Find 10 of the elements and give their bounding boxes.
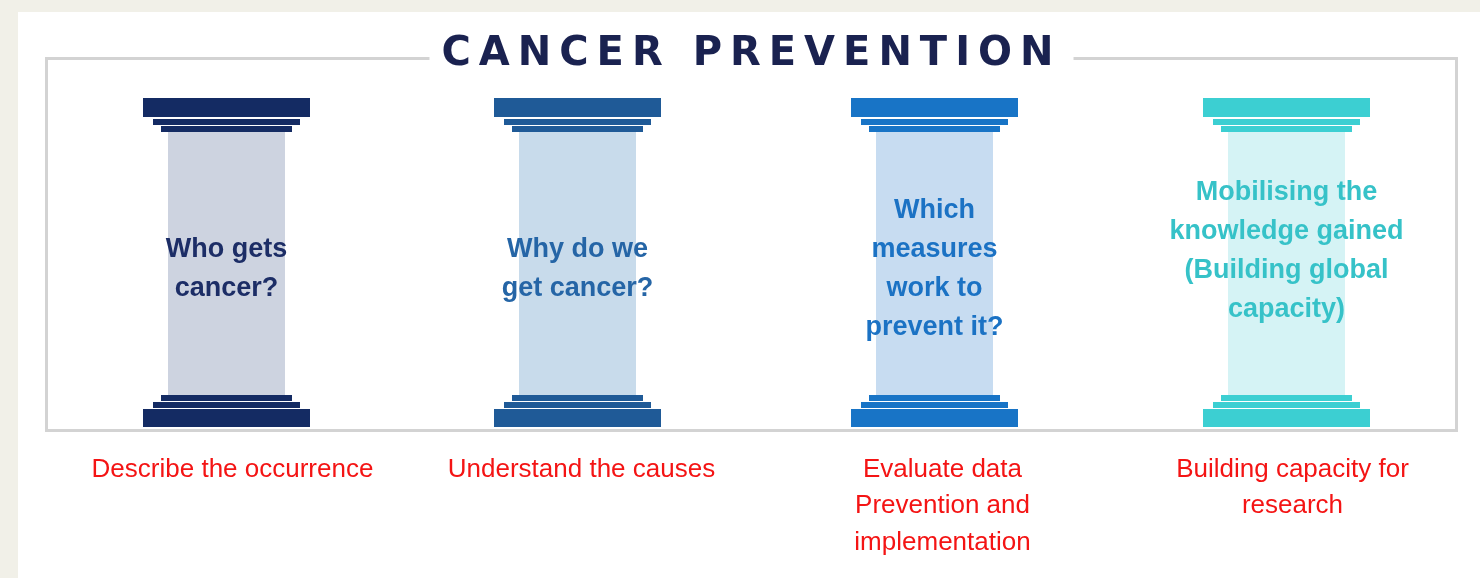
caption-text: Describe the occurrence [90, 452, 375, 485]
caption-text: Prevention and implementation [853, 488, 1032, 558]
caption-text: Building capacity for research [1175, 452, 1410, 522]
pillar-text: Why do we get cancer? [500, 231, 655, 304]
caption-text: Evaluate data [862, 452, 1023, 485]
pillar-text: Which measures work to prevent it? [864, 192, 1005, 344]
pillar-text: Who gets cancer? [164, 231, 289, 304]
caption-text: Understand the causes [446, 452, 717, 485]
pillar-text: Mobilising the knowledge gained (Building global capacity) [1168, 174, 1405, 326]
title-text: CANCER PREVENTION [441, 28, 1062, 74]
